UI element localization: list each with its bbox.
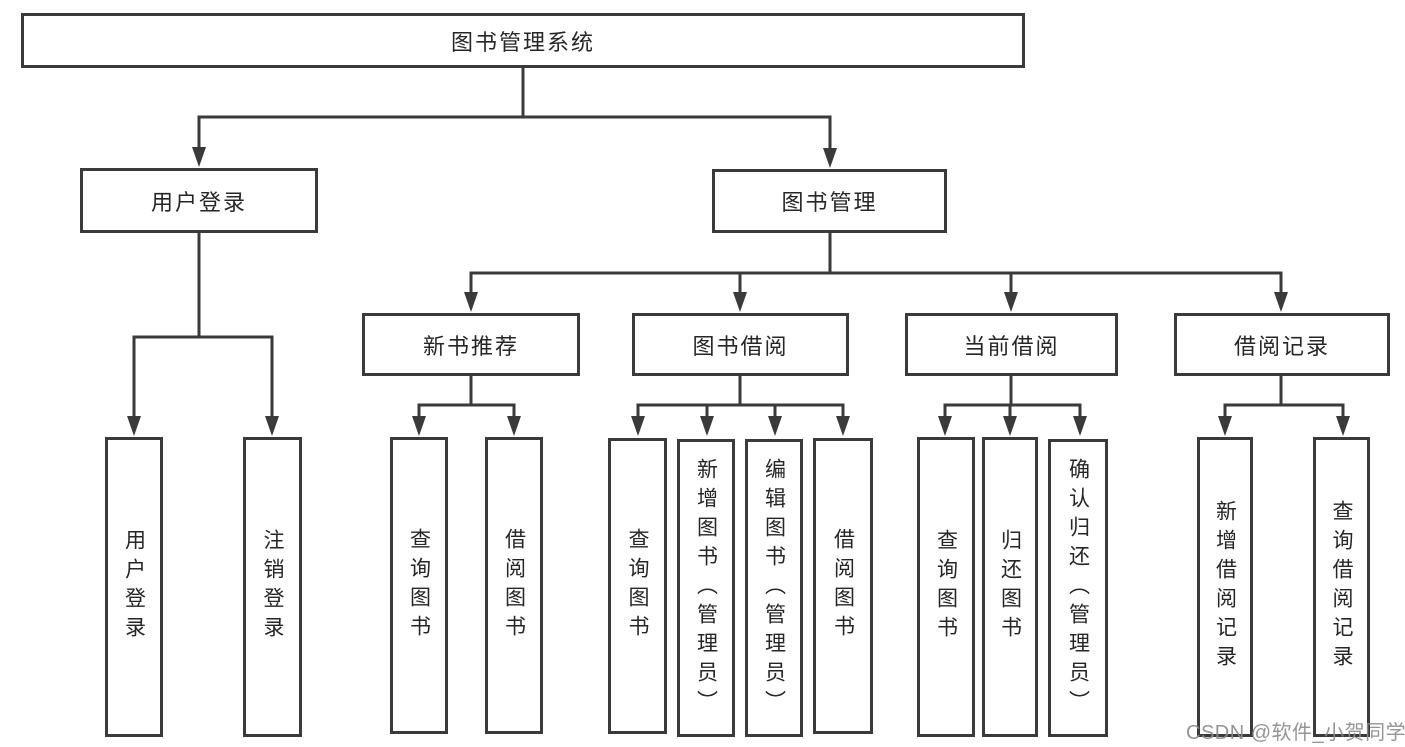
leaf-borrow-edit-admin: 编辑图书（管理员） [745,439,803,737]
node-root: 图书管理系统 [21,13,1025,68]
leaf-current-return: 归还图书 [982,437,1038,737]
node-current-borrow: 当前借阅 [905,313,1118,376]
leaf-current-query: 查询图书 [917,437,975,737]
wire-borrow-records-split [1223,374,1345,422]
wire-user-login-split [132,231,274,422]
leaf-logout: 注销登录 [243,437,302,737]
leaf-records-query: 查询借阅记录 [1313,437,1370,737]
wire-root-split [197,66,832,154]
node-borrow-records: 借阅记录 [1174,313,1390,376]
node-book-management: 图书管理 [712,169,947,233]
wire-current-borrow-split [943,374,1082,422]
leaf-records-add: 新增借阅记录 [1197,437,1253,737]
leaf-borrow-add-admin: 新增图书（管理员） [677,439,735,737]
node-new-book-recommend: 新书推荐 [362,313,580,376]
leaf-borrow-book: 借阅图书 [813,438,873,734]
leaf-user-login: 用户登录 [105,437,163,737]
leaf-newbooks-borrow: 借阅图书 [485,437,543,734]
node-book-borrow: 图书借阅 [632,313,849,376]
csdn-watermark: CSDN @软件_小贺同学 [1186,722,1405,744]
leaf-newbooks-query: 查询图书 [390,437,448,734]
node-user-login: 用户登录 [80,168,318,233]
wire-book-borrow-split [636,374,845,422]
wire-new-books-split [417,374,516,422]
arrowheads-group [127,147,1350,436]
wire-book-mgmt-split [469,231,1283,298]
leaf-borrow-query: 查询图书 [608,438,667,734]
leaf-current-confirm-admin: 确认归还（管理员） [1048,439,1108,737]
